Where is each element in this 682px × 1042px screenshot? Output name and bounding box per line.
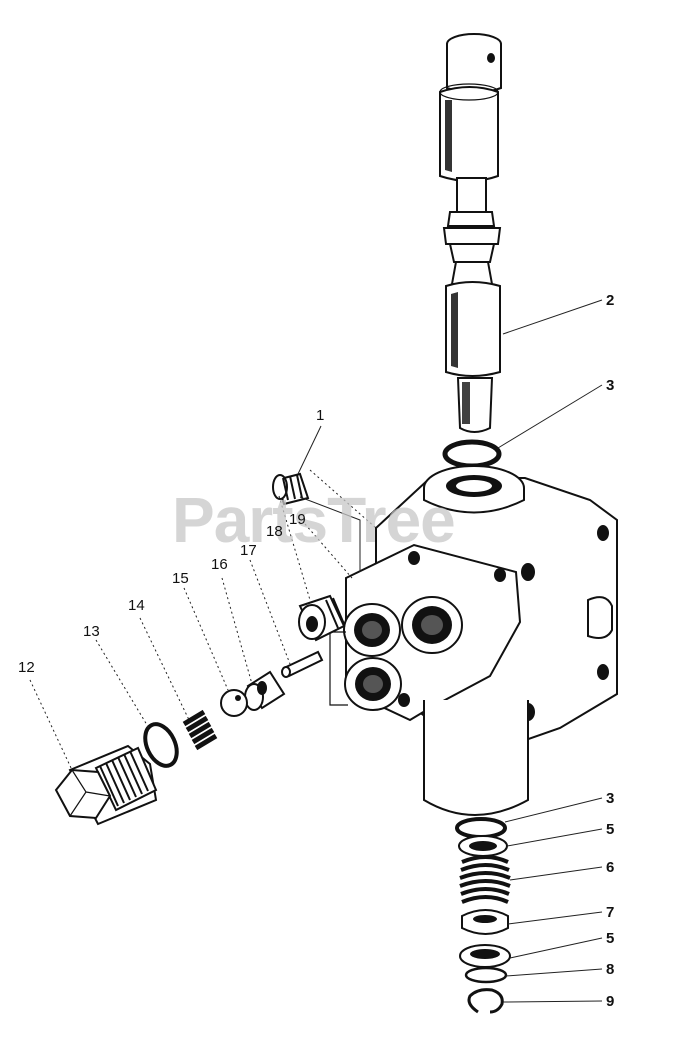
spring-part-14[interactable]	[182, 709, 218, 751]
valve-body[interactable]	[329, 465, 618, 816]
retainer-part-7[interactable]	[461, 909, 509, 935]
poppet-part-16[interactable]	[244, 670, 286, 711]
callout-19: 19	[289, 511, 306, 528]
cap-part-12[interactable]	[54, 744, 158, 826]
callout-3-top: 3	[606, 377, 614, 394]
spring-part-6[interactable]	[459, 855, 511, 904]
callout-12: 12	[18, 659, 35, 676]
snap-ring-part-9[interactable]	[467, 988, 504, 1014]
plug-part-1[interactable]	[272, 472, 310, 506]
fitting-part-18[interactable]	[298, 594, 346, 642]
o-ring-part-13[interactable]	[139, 719, 183, 771]
callout-8: 8	[606, 961, 614, 978]
callout-1: 1	[316, 407, 324, 424]
washer-part-5-upper[interactable]	[458, 835, 508, 857]
callout-7: 7	[606, 904, 614, 921]
ball-part-15[interactable]	[220, 689, 248, 717]
o-ring-part-3-bottom[interactable]	[455, 817, 507, 839]
washer-part-5-lower[interactable]	[459, 944, 511, 968]
callout-16: 16	[211, 556, 228, 573]
callout-2: 2	[606, 292, 614, 309]
callout-13: 13	[83, 623, 100, 640]
watermark-text: PartsTree	[172, 484, 455, 556]
callout-15: 15	[172, 570, 189, 587]
spool-part-2[interactable]	[439, 33, 502, 433]
callout-14: 14	[128, 597, 145, 614]
callout-5-upper: 5	[606, 821, 614, 838]
callout-17: 17	[240, 542, 257, 559]
callout-18: 18	[266, 523, 283, 540]
ring-part-8[interactable]	[464, 966, 508, 984]
callout-5-lower: 5	[606, 930, 614, 947]
callout-6: 6	[606, 859, 614, 876]
o-ring-part-3-top[interactable]	[442, 439, 502, 469]
callout-9: 9	[606, 993, 614, 1010]
pin-part-17[interactable]	[281, 650, 324, 678]
callout-3-bottom: 3	[606, 790, 614, 807]
